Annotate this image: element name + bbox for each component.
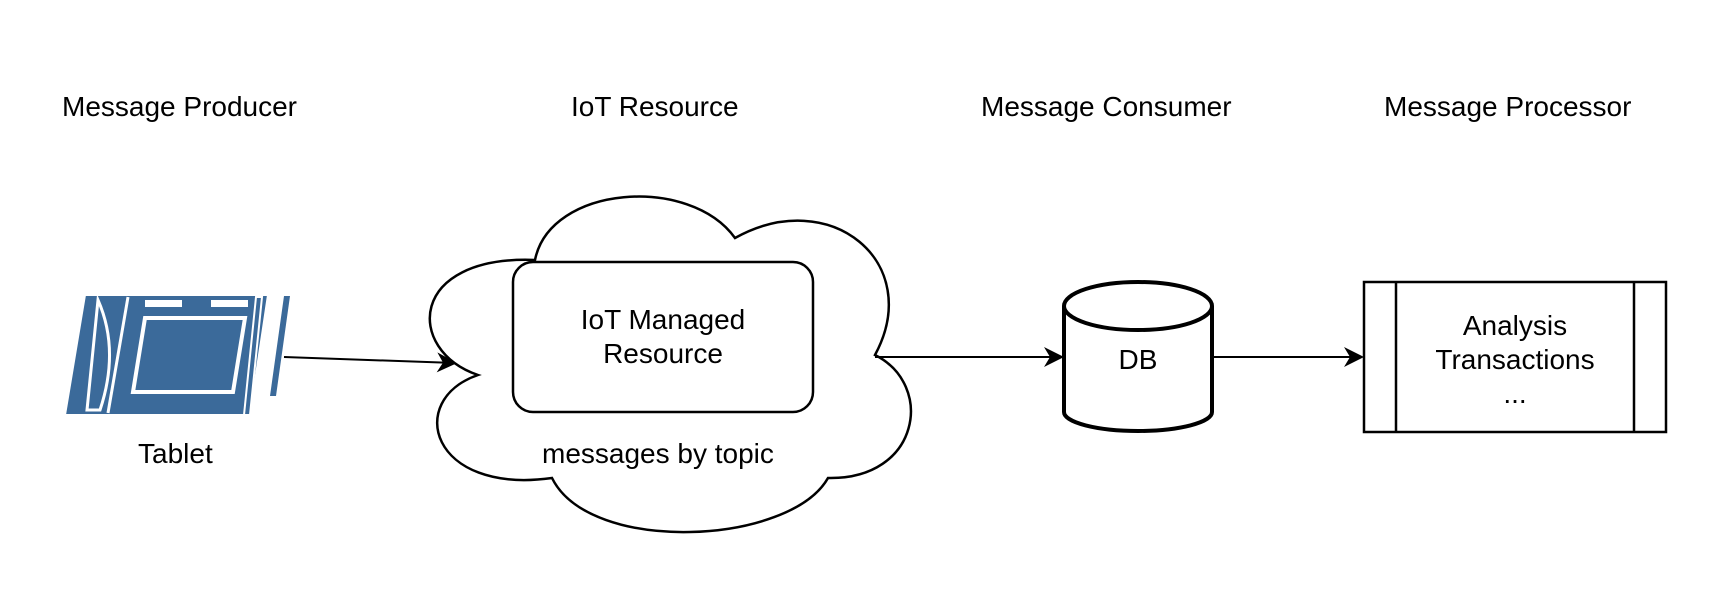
processor-line1: Analysis [1462,310,1568,341]
heading-iot-resource: IoT Resource [571,91,739,122]
arrow-tablet-to-cloud [283,352,457,373]
tablet-label: Tablet [138,438,213,469]
iot-managed-resource-line2: Resource [603,338,723,369]
heading-message-processor: Message Processor [1384,91,1632,122]
processor-line3: ... [1503,378,1527,409]
heading-message-consumer: Message Consumer [981,91,1232,122]
cloud-caption: messages by topic [542,438,774,469]
tablet-icon [63,294,290,416]
processor-line2: Transactions [1435,344,1595,375]
processor-label: Analysis Transactions ... [1396,300,1634,420]
iot-managed-resource-line1: IoT Managed [580,304,746,335]
heading-message-producer: Message Producer [62,91,298,122]
database-cylinder [1062,280,1214,433]
iot-managed-resource-label: IoT Managed Resource [513,262,813,412]
db-label: DB [1118,344,1158,375]
processor-box [1362,280,1668,434]
iot-managed-resource-box [511,260,815,414]
